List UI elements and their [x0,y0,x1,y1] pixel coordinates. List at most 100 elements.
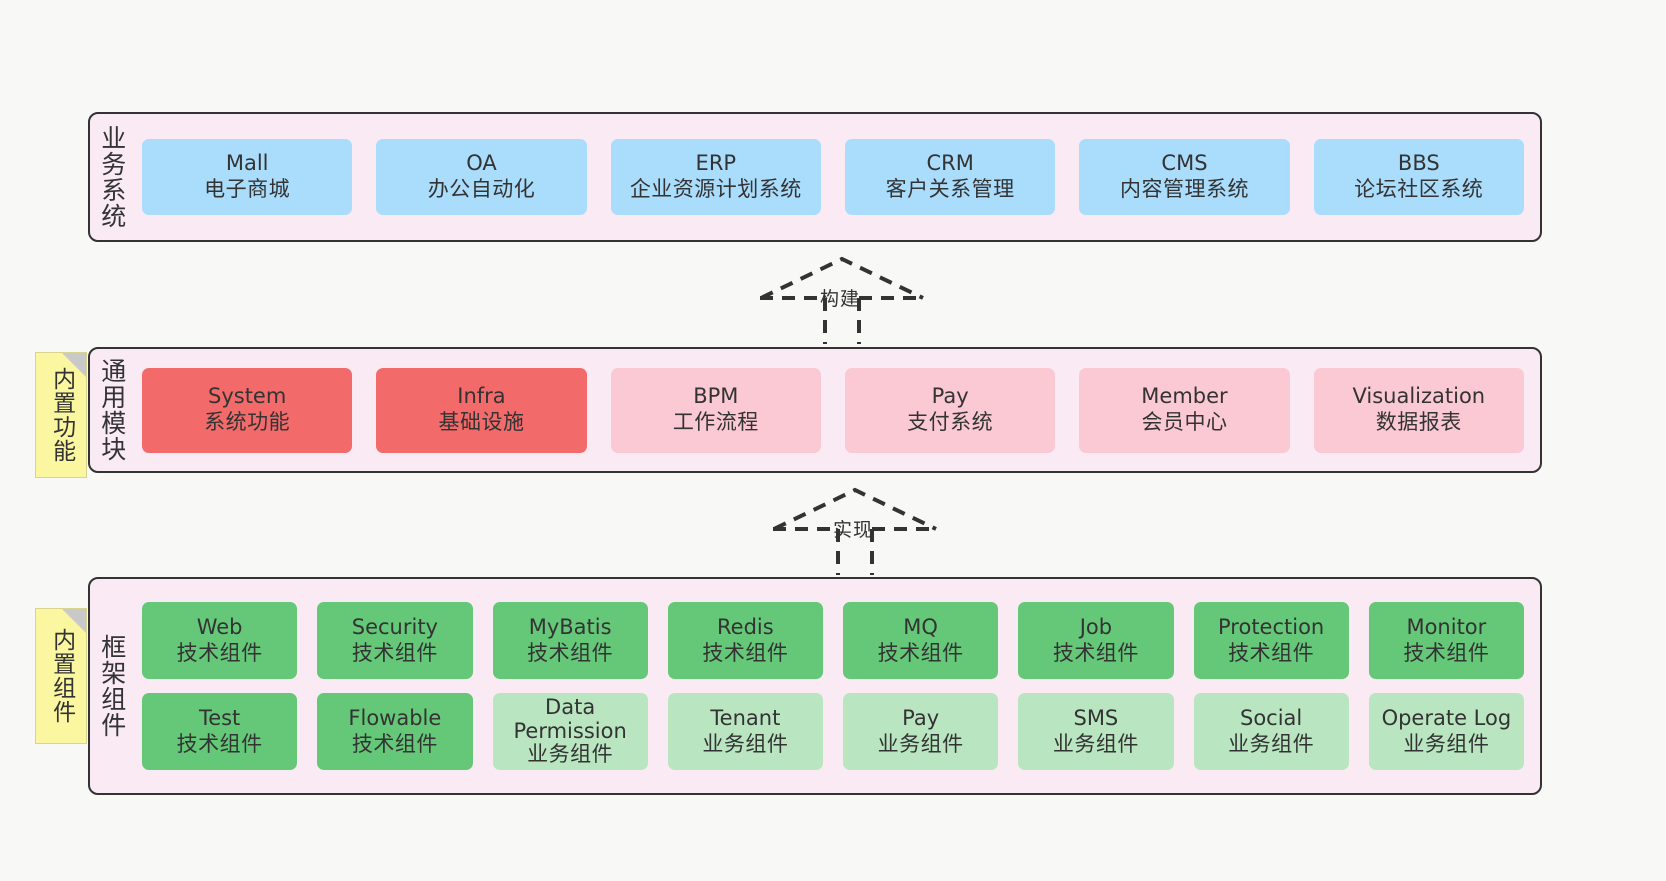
card-subtitle: 业务组件 [1228,731,1315,756]
card-flowable[interactable]: Flowable 技术组件 [317,693,473,770]
layer-body-framework-component: Web 技术组件 Security 技术组件 MyBatis 技术组件 Redi… [134,579,1540,793]
card-erp[interactable]: ERP 企业资源计划系统 [610,139,821,215]
card-subtitle: 技术组件 [351,640,438,665]
card-cms[interactable]: CMS 内容管理系统 [1079,139,1290,215]
card-title: Redis [717,614,774,639]
card-title: Web [196,614,243,639]
card-mybatis[interactable]: MyBatis 技术组件 [492,602,648,679]
card-bpm[interactable]: BPM 工作流程 [610,367,821,453]
card-subtitle: 业务组件 [1052,731,1139,756]
note-builtin-function: 内置功能 [35,352,87,478]
card-title: Mall [225,151,269,176]
note-fold-icon [62,353,86,377]
card-title: CRM [926,151,974,176]
card-row: Web 技术组件 Security 技术组件 MyBatis 技术组件 Redi… [142,602,1524,679]
card-title: Flowable [348,705,442,730]
card-subtitle: 技术组件 [1052,640,1139,665]
card-subtitle: 业务组件 [1403,731,1490,756]
layer-body-common-module: System 系统功能 Infra 基础设施 BPM 工作流程 Pay 支付系统… [134,349,1540,471]
card-title: Job [1079,614,1113,639]
card-title: Data Permission [513,695,627,743]
card-pay-component[interactable]: Pay 业务组件 [843,693,999,770]
card-subtitle: 支付系统 [907,410,994,434]
card-title: Monitor [1406,614,1487,639]
card-subtitle: 技术组件 [1403,640,1490,665]
card-subtitle: 论坛社区系统 [1354,177,1484,201]
connector-implement-label: 实现 [833,519,874,541]
card-subtitle: 工作流程 [672,410,759,434]
card-subtitle: 客户关系管理 [885,177,1015,201]
card-title: OA [466,151,497,176]
layer-common-module: 通用模块 System 系统功能 Infra 基础设施 BPM 工作流程 Pay [88,347,1542,473]
card-title: MQ [903,614,938,639]
card-title: Member [1141,384,1228,409]
card-title: Operate Log [1381,705,1512,730]
card-visualization[interactable]: Visualization 数据报表 [1313,367,1524,453]
card-subtitle: 系统功能 [204,410,291,434]
card-title: BPM [693,384,739,409]
card-title: Security [351,614,438,639]
layer-title-business-system: 业务系统 [97,125,127,229]
card-mall[interactable]: Mall 电子商城 [142,139,353,215]
card-oa[interactable]: OA 办公自动化 [376,139,587,215]
layer-framework-component: 框架组件 Web 技术组件 Security 技术组件 MyBatis 技术组件… [88,577,1542,795]
layer-body-business-system: Mall 电子商城 OA 办公自动化 ERP 企业资源计划系统 CRM 客户关系… [134,114,1540,240]
card-title: Visualization [1352,384,1486,409]
card-subtitle: 内容管理系统 [1119,177,1249,201]
note-builtin-component: 内置组件 [35,608,87,744]
layer-title-common-module: 通用模块 [97,358,127,462]
card-row: Mall 电子商城 OA 办公自动化 ERP 企业资源计划系统 CRM 客户关系… [142,139,1524,215]
layer-business-system: 业务系统 Mall 电子商城 OA 办公自动化 ERP 企业资源计划系统 CRM [88,112,1542,242]
card-operate-log[interactable]: Operate Log 业务组件 [1368,693,1524,770]
card-subtitle: 技术组件 [702,640,789,665]
card-row: System 系统功能 Infra 基础设施 BPM 工作流程 Pay 支付系统… [142,367,1524,453]
card-web[interactable]: Web 技术组件 [142,602,298,679]
card-protection[interactable]: Protection 技术组件 [1193,602,1349,679]
card-subtitle: 技术组件 [527,640,614,665]
card-infra[interactable]: Infra 基础设施 [376,367,587,453]
card-redis[interactable]: Redis 技术组件 [667,602,823,679]
card-subtitle: 技术组件 [877,640,964,665]
card-subtitle: 办公自动化 [427,177,536,201]
card-title: Test [198,705,241,730]
card-sms[interactable]: SMS 业务组件 [1018,693,1174,770]
card-member[interactable]: Member 会员中心 [1079,367,1290,453]
card-pay[interactable]: Pay 支付系统 [844,367,1056,453]
card-subtitle: 会员中心 [1141,410,1228,434]
card-mq[interactable]: MQ 技术组件 [843,602,999,679]
card-title: Pay [931,384,969,409]
card-bbs[interactable]: BBS 论坛社区系统 [1313,139,1524,215]
card-job[interactable]: Job 技术组件 [1018,602,1174,679]
note-label: 内置组件 [48,628,75,724]
card-title: Pay [902,705,940,730]
note-label: 内置功能 [48,367,75,463]
card-test[interactable]: Test 技术组件 [142,693,298,770]
layer-title-framework-component: 框架组件 [97,634,127,738]
card-subtitle: 技术组件 [351,731,438,756]
card-title: ERP [695,151,737,176]
connector-build-label: 构建 [820,288,861,310]
card-title: BBS [1397,151,1440,176]
card-title: Tenant [710,705,781,730]
card-monitor[interactable]: Monitor 技术组件 [1368,602,1524,679]
card-social[interactable]: Social 业务组件 [1193,693,1349,770]
card-subtitle: 基础设施 [438,410,525,434]
card-security[interactable]: Security 技术组件 [317,602,473,679]
note-fold-icon [62,609,86,633]
build-arrow-icon [760,256,925,344]
card-subtitle: 技术组件 [1228,640,1315,665]
card-title: SMS [1073,705,1119,730]
card-subtitle: 业务组件 [702,731,789,756]
card-system[interactable]: System 系统功能 [142,367,353,453]
card-title: Infra [457,384,506,409]
card-tenant[interactable]: Tenant 业务组件 [667,693,823,770]
card-crm[interactable]: CRM 客户关系管理 [844,139,1056,215]
card-title: Social [1239,705,1303,730]
card-subtitle: 业务组件 [877,731,964,756]
card-title: System [208,384,287,409]
card-subtitle: 电子商城 [204,177,291,201]
card-title: Protection [1218,614,1325,639]
implement-arrow-icon [773,487,938,575]
card-data-permission[interactable]: Data Permission 业务组件 [492,693,648,770]
